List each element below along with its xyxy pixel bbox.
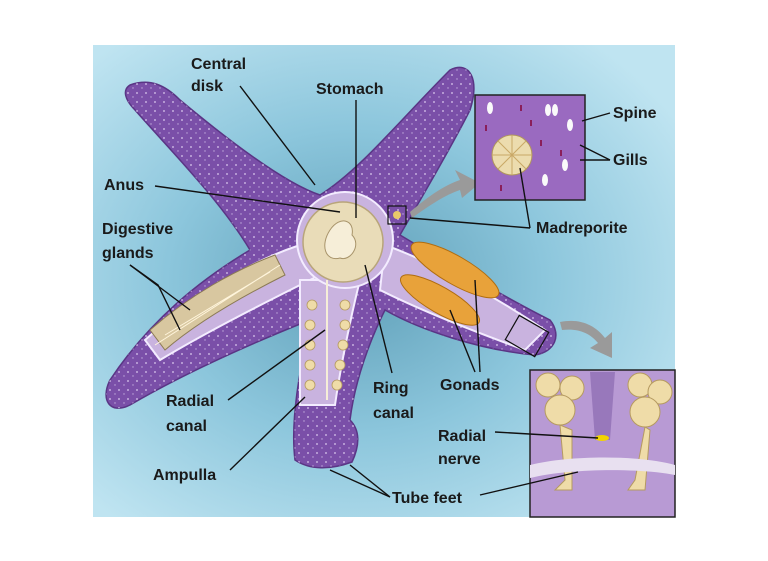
label-gonads: Gonads	[440, 377, 500, 394]
label-stomach: Stomach	[316, 81, 384, 98]
label-spine: Spine	[613, 105, 657, 122]
label-digestive-glands-2: glands	[102, 245, 154, 262]
label-ring-canal-2: canal	[373, 405, 414, 422]
arrow-to-tube-feet-inset	[560, 320, 612, 358]
madreporite	[393, 211, 401, 219]
label-ampulla: Ampulla	[153, 467, 216, 484]
label-digestive-glands-1: Digestive	[102, 221, 173, 238]
label-madreporite: Madreporite	[536, 220, 628, 237]
label-tube-feet: Tube feet	[392, 490, 463, 507]
gonads	[399, 241, 500, 326]
label-central-disk-2: disk	[191, 78, 223, 95]
label-gills: Gills	[613, 152, 648, 169]
ampullae	[304, 280, 351, 400]
label-ring-canal-1: Ring	[373, 380, 409, 397]
label-radial-nerve-1: Radial	[438, 428, 486, 445]
label-radial-canal-1: Radial	[166, 393, 214, 410]
digestive-glands	[149, 254, 286, 351]
tube-feet-box	[504, 314, 550, 358]
leader-lines	[129, 85, 611, 498]
tube-feet-inset	[529, 369, 676, 518]
label-radial-canal-2: canal	[166, 418, 207, 435]
arrow-to-madreporite-inset	[410, 170, 480, 218]
madreporite-inset	[474, 94, 586, 201]
label-anus: Anus	[104, 177, 144, 194]
label-central-disk-1: Central	[191, 56, 246, 73]
label-radial-nerve-2: nerve	[438, 451, 481, 468]
central-disk	[296, 191, 407, 289]
